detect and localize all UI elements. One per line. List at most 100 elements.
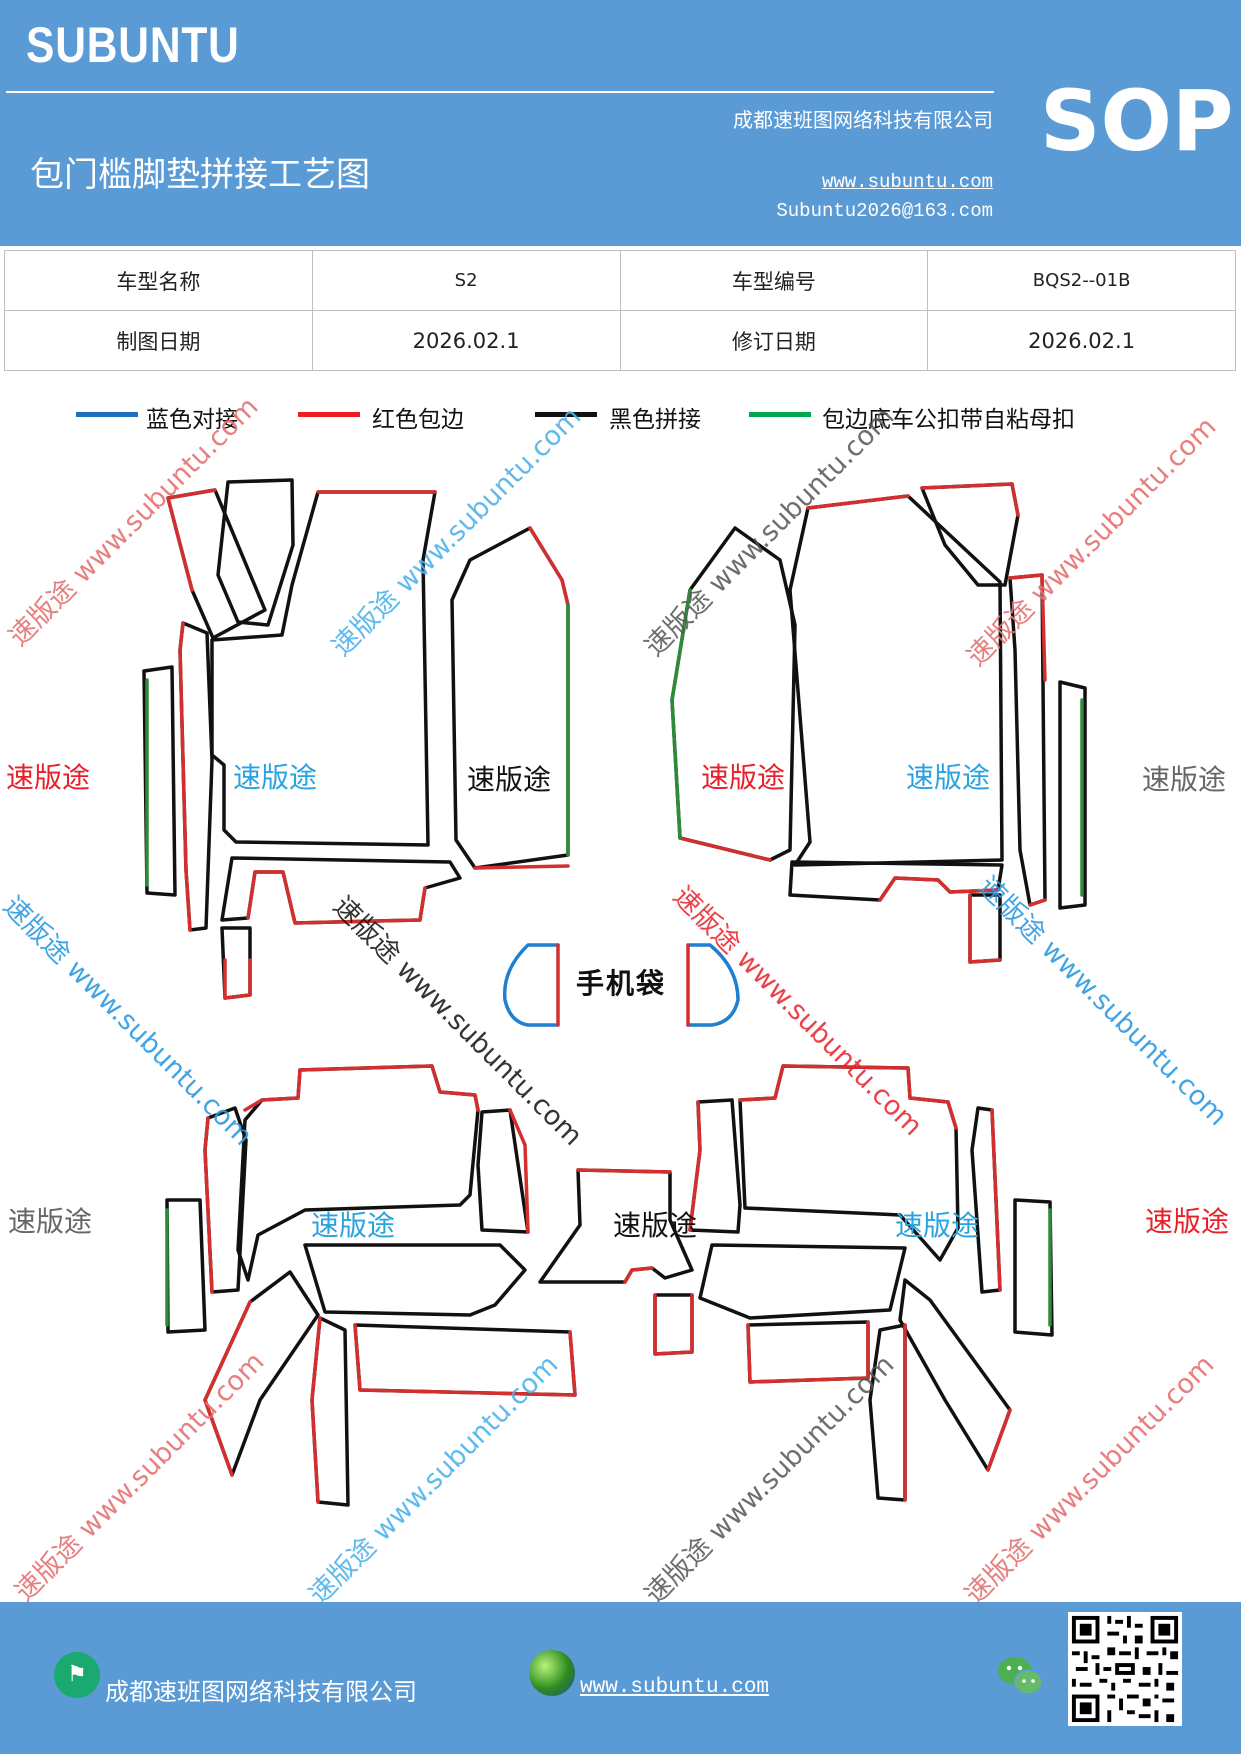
brand-mark: 速版途 bbox=[1145, 1205, 1230, 1238]
brand-mark: 速版途 bbox=[311, 1209, 396, 1242]
pocket-right bbox=[686, 943, 740, 1027]
mat-piece bbox=[678, 836, 772, 862]
table-row: 制图日期 2026.02.1 修订日期 2026.02.1 bbox=[4, 310, 1236, 371]
mat-center-hump bbox=[538, 1168, 694, 1356]
legend-label: 包边底车公扣带自粘母扣 bbox=[822, 407, 1075, 433]
legend-swatch-red bbox=[298, 412, 360, 417]
table-cell: 制图日期 bbox=[4, 310, 313, 371]
brand-mark: 速版途 bbox=[895, 1209, 980, 1242]
mat-piece bbox=[1013, 1198, 1054, 1337]
table-cell: BQS2--01B bbox=[927, 250, 1236, 311]
mat-piece bbox=[203, 1116, 214, 1294]
mat-piece bbox=[576, 1168, 672, 1174]
footer-website-link[interactable]: www.subuntu.com bbox=[580, 1676, 770, 1699]
mat-piece bbox=[210, 490, 437, 847]
mat-piece bbox=[178, 621, 192, 932]
mat-piece bbox=[746, 1320, 870, 1384]
mat-piece bbox=[216, 478, 295, 627]
mat-piece bbox=[878, 876, 1000, 902]
mat-piece bbox=[806, 494, 910, 510]
mat-front-right bbox=[670, 482, 1087, 964]
mat-piece bbox=[310, 1316, 322, 1504]
legend-swatch-blue bbox=[76, 412, 138, 417]
mat-piece bbox=[246, 870, 427, 925]
header-email[interactable]: Subuntu2026@163.com bbox=[776, 200, 993, 222]
color-legend: 蓝色对接 红色包边 黑色拼接 包边底车公扣带自粘母扣 bbox=[0, 400, 1241, 440]
table-cell: 修订日期 bbox=[619, 310, 929, 371]
mat-rear-left bbox=[165, 1064, 577, 1507]
pocket-left bbox=[502, 943, 560, 1027]
mat-front-left bbox=[142, 478, 570, 1000]
brand-mark: 速版途 bbox=[467, 763, 552, 796]
mat-piece bbox=[303, 1243, 527, 1317]
table-cell: S2 bbox=[311, 250, 621, 311]
table-row: 车型名称 S2 车型编号 BQS2--01B bbox=[4, 250, 1236, 311]
mat-piece bbox=[898, 1278, 1012, 1472]
brand-mark: 速版途 bbox=[906, 761, 991, 794]
header-website-link[interactable]: www.subuntu.com bbox=[821, 171, 993, 193]
brand-mark: 速版途 bbox=[701, 761, 786, 794]
page-title: 包门槛脚垫拼接工艺图 bbox=[30, 155, 370, 195]
mat-piece bbox=[165, 1198, 207, 1334]
sop-badge: SOP bbox=[1040, 72, 1234, 170]
mat-piece bbox=[986, 1408, 1012, 1472]
mat-piece bbox=[450, 526, 570, 870]
header-banner: SUBUNTU SOP 成都速班图网络科技有限公司 包门槛脚垫拼接工艺图 www… bbox=[0, 0, 1241, 246]
phone-pockets bbox=[502, 943, 740, 1027]
mat-piece bbox=[670, 588, 692, 840]
legend-label: 黑色拼接 bbox=[609, 407, 701, 433]
mat-rear-right bbox=[688, 1064, 1054, 1502]
mat-piece bbox=[298, 1064, 480, 1112]
mat-piece bbox=[353, 1323, 577, 1397]
header-company: 成都速班图网络科技有限公司 bbox=[733, 108, 993, 132]
mat-piece bbox=[1058, 680, 1087, 910]
mat-piece bbox=[166, 488, 267, 640]
mat-piece bbox=[788, 494, 1004, 867]
brand-logo: SUBUNTU bbox=[26, 17, 240, 73]
brand-mark: 速版途 bbox=[6, 761, 91, 794]
mat-piece bbox=[473, 526, 570, 870]
globe-icon bbox=[529, 1650, 575, 1696]
brand-mark: 速版途 bbox=[8, 1205, 93, 1238]
mat-piece bbox=[166, 488, 217, 592]
legend-swatch-green bbox=[749, 412, 811, 417]
mat-piece bbox=[476, 1108, 530, 1234]
table-cell: 2026.02.1 bbox=[311, 310, 621, 371]
mat-piece bbox=[1008, 573, 1047, 907]
mat-piece bbox=[968, 893, 1002, 964]
phone-pocket-label: 手机袋 bbox=[576, 967, 667, 1000]
mat-piece bbox=[653, 1293, 694, 1356]
wechat-icon[interactable] bbox=[996, 1654, 1044, 1698]
mat-piece bbox=[868, 1323, 907, 1502]
info-table: 车型名称 S2 车型编号 BQS2--01B 制图日期 2026.02.1 修订… bbox=[4, 250, 1236, 371]
table-cell: 2026.02.1 bbox=[927, 310, 1236, 371]
building-icon: ⚑ bbox=[54, 1652, 100, 1698]
legend-swatch-black bbox=[535, 412, 597, 417]
mat-piece bbox=[738, 1064, 785, 1102]
brand-mark: 速版途 bbox=[1142, 763, 1227, 796]
mat-piece bbox=[990, 1108, 1002, 1292]
table-cell: 车型编号 bbox=[619, 250, 929, 311]
mat-piece bbox=[623, 1266, 654, 1284]
mat-piece bbox=[970, 1106, 1002, 1294]
mat-piece bbox=[920, 482, 1020, 517]
header-divider bbox=[6, 91, 994, 93]
mat-piece bbox=[508, 1108, 530, 1234]
table-cell: 车型名称 bbox=[4, 250, 313, 311]
mat-piece bbox=[698, 1243, 907, 1320]
footer-banner: ⚑ 成都速班图网络科技有限公司 www.subuntu.com bbox=[0, 1602, 1241, 1754]
mat-piece bbox=[781, 1064, 958, 1130]
legend-label: 蓝色对接 bbox=[146, 407, 238, 433]
mat-piece bbox=[920, 482, 1020, 587]
footer-company: 成都速班图网络科技有限公司 bbox=[105, 1678, 417, 1706]
mat-piece bbox=[688, 1100, 702, 1232]
mat-piece bbox=[653, 1293, 694, 1356]
legend-label: 红色包边 bbox=[372, 407, 464, 433]
mat-piece bbox=[243, 1068, 302, 1112]
mat-piece bbox=[223, 958, 252, 1000]
qr-code-icon[interactable] bbox=[1068, 1612, 1182, 1726]
brand-mark: 速版途 bbox=[613, 1209, 698, 1242]
mat-piece bbox=[203, 1300, 252, 1477]
brand-mark: 速版途 bbox=[233, 761, 318, 794]
